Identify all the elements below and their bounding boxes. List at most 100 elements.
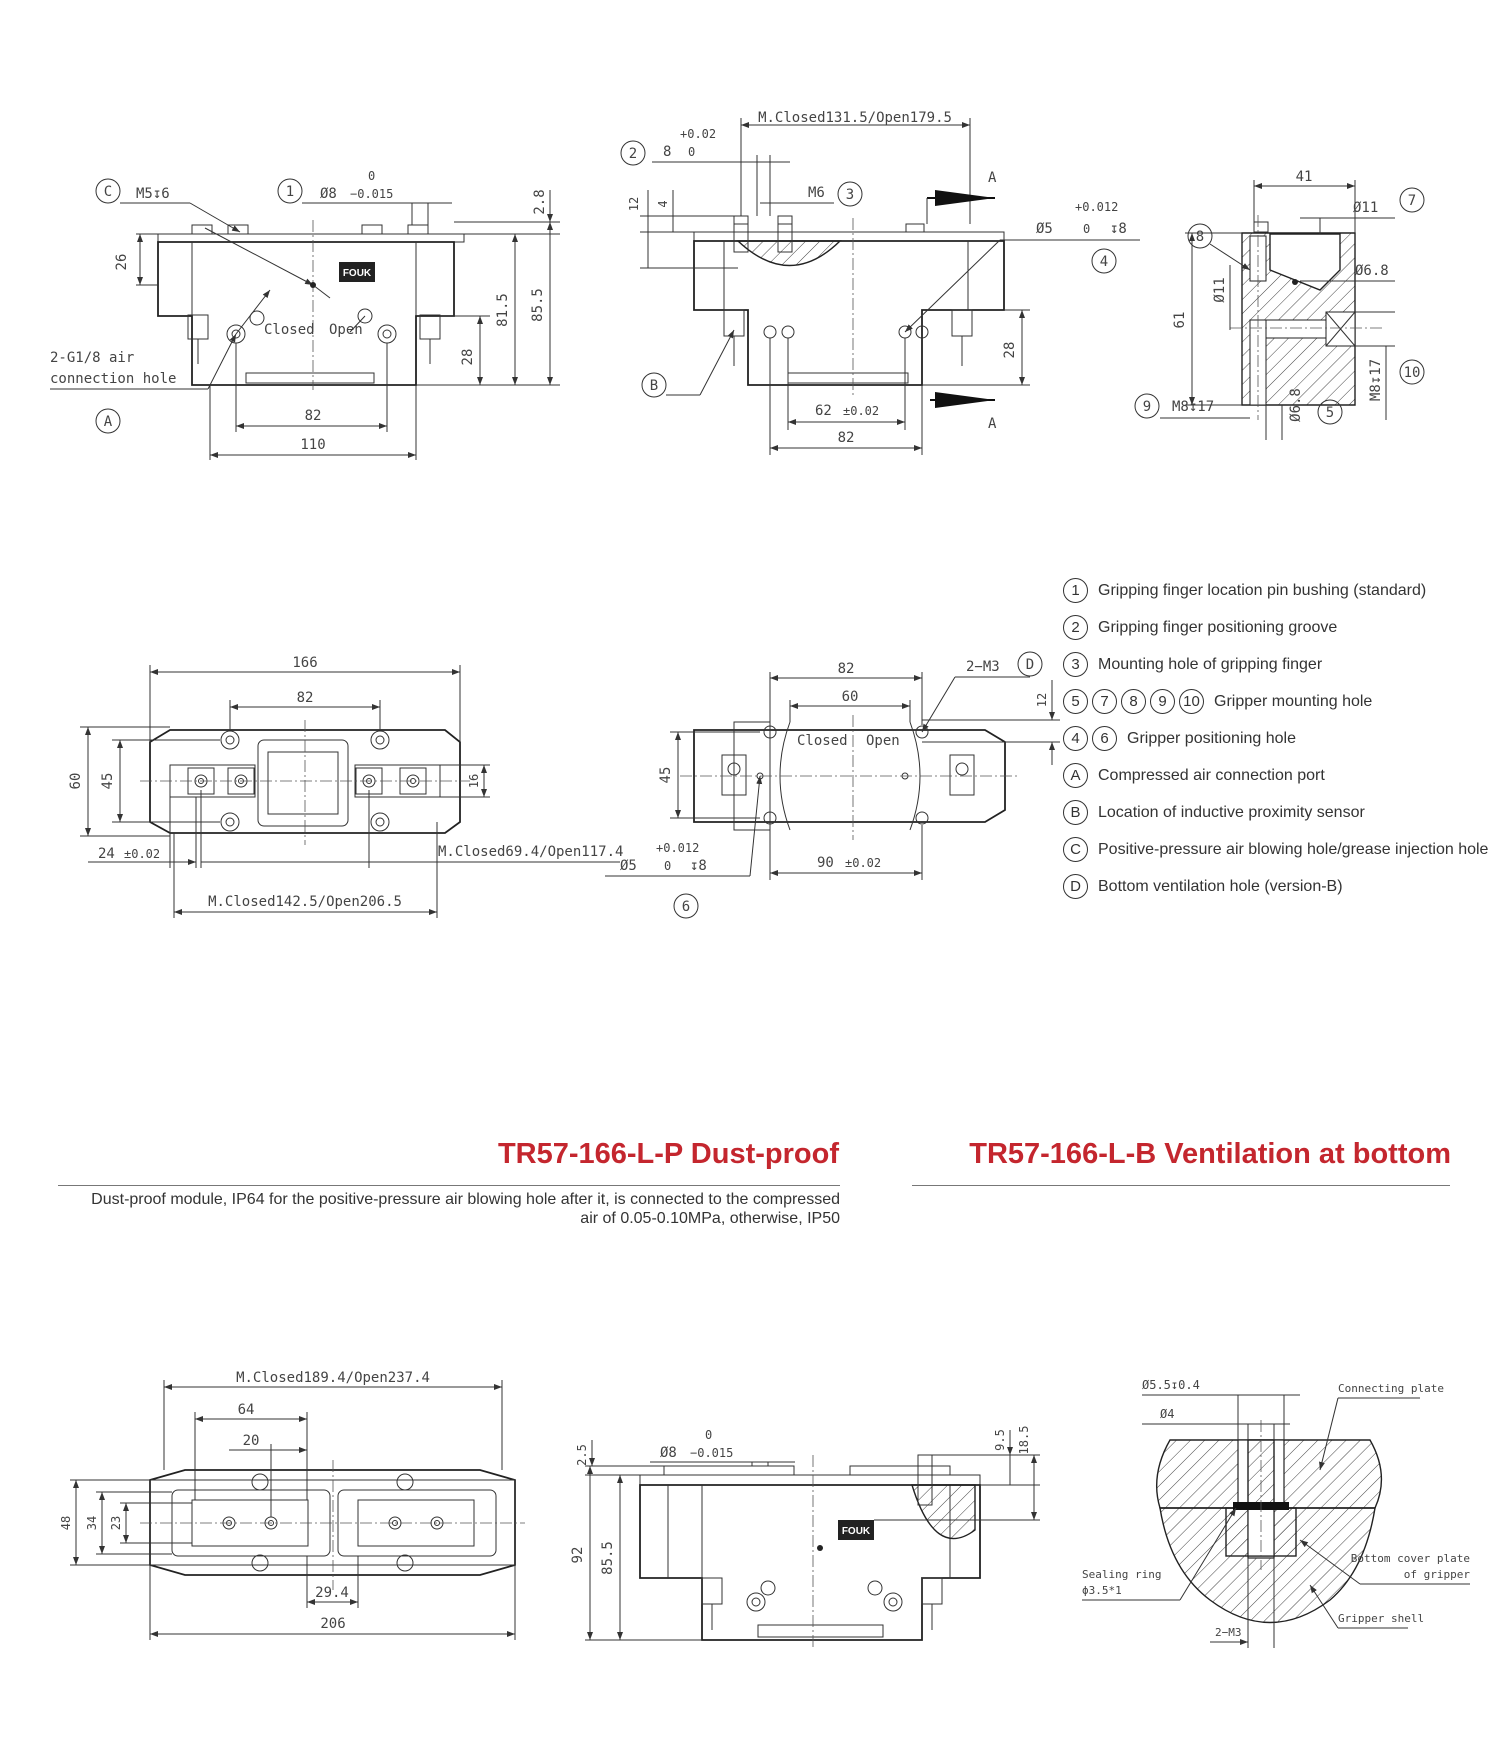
svg-text:2−M3: 2−M3 (966, 659, 1000, 675)
legend-number-badge: 9 (1150, 689, 1175, 714)
svg-text:5: 5 (1326, 405, 1334, 421)
svg-text:+0.012: +0.012 (656, 841, 699, 855)
legend-marks: D (1063, 874, 1092, 899)
legend-number-badge: 2 (1063, 615, 1088, 640)
svg-text:0: 0 (368, 169, 375, 183)
legend-text: Gripper mounting hole (1214, 693, 1373, 710)
svg-text:0: 0 (705, 1428, 712, 1442)
legend-number-badge: 4 (1063, 726, 1088, 751)
legend-text: Gripper positioning hole (1127, 730, 1296, 747)
svg-text:90: 90 (817, 855, 834, 871)
svg-text:A: A (104, 414, 113, 430)
svg-text:connection hole: connection hole (50, 371, 176, 387)
legend-marks: C (1063, 837, 1092, 862)
svg-text:Gripper shell: Gripper shell (1338, 1612, 1424, 1625)
ventilation-divider (912, 1185, 1450, 1186)
legend-text: Positive-pressure air blowing hole/greas… (1098, 841, 1489, 858)
svg-text:29.4: 29.4 (315, 1585, 349, 1601)
svg-text:2-G1/8 air: 2-G1/8 air (50, 350, 134, 366)
svg-text:Ø5: Ø5 (620, 858, 637, 874)
svg-text:Ø8: Ø8 (660, 1445, 677, 1461)
dust-proof-front-view: FOUK 2.5 Ø8 0 −0.015 9.5 18.5 92 (570, 1426, 1040, 1650)
svg-text:12: 12 (1035, 693, 1049, 707)
legend-text: Location of inductive proximity sensor (1098, 804, 1365, 821)
legend-marks: A (1063, 763, 1092, 788)
svg-text:92: 92 (570, 1547, 586, 1564)
legend-text: Bottom ventilation hole (version-B) (1098, 878, 1343, 895)
svg-text:81.5: 81.5 (495, 293, 511, 327)
svg-text:Ø5.5↧0.4: Ø5.5↧0.4 (1142, 1378, 1200, 1392)
svg-text:7: 7 (1408, 193, 1416, 209)
legend-number-badge: 1 (1063, 578, 1088, 603)
svg-text:9.5: 9.5 (993, 1429, 1007, 1451)
svg-text:+0.012: +0.012 (1075, 200, 1118, 214)
svg-text:Closed: Closed (264, 322, 315, 338)
svg-text:D: D (1026, 657, 1034, 673)
legend-number-badge: 6 (1092, 726, 1117, 751)
legend-item: 1 Gripping finger location pin bushing (s… (1063, 578, 1503, 603)
svg-text:M.Closed69.4/Open117.4: M.Closed69.4/Open117.4 (438, 844, 623, 860)
svg-text:M.Closed131.5/Open179.5: M.Closed131.5/Open179.5 (758, 110, 952, 126)
front-view-middle: M.Closed131.5/Open179.5 2 8 +0.02 0 M6 3… (620, 110, 1140, 455)
legend-marks: B (1063, 800, 1092, 825)
svg-text:48: 48 (59, 1516, 73, 1530)
svg-text:10: 10 (1404, 365, 1421, 381)
svg-text:64: 64 (238, 1402, 255, 1418)
svg-text:Connecting plate: Connecting plate (1338, 1382, 1444, 1395)
svg-text:A: A (988, 170, 997, 186)
bottom-view-center: Closed Open 82 60 2−M3 D 12 45 Ø5 +0.012… (605, 651, 1060, 919)
svg-text:Ø6.8: Ø6.8 (1288, 388, 1304, 422)
ventilation-title: TR57-166-L-B Ventilation at bottom (969, 1138, 1451, 1170)
ventilation-detail: Ø5.5↧0.4 Ø4 Connecting plate Sealing rin… (1082, 1378, 1470, 1648)
svg-text:B: B (650, 378, 658, 394)
legend-number-badge: B (1063, 800, 1088, 825)
legend-marks: 3 (1063, 652, 1092, 677)
svg-text:↧8: ↧8 (690, 858, 707, 874)
svg-text:2−M3: 2−M3 (1215, 1626, 1242, 1639)
svg-text:Bottom cover plate: Bottom cover plate (1351, 1552, 1470, 1565)
svg-text:M.Closed142.5/Open206.5: M.Closed142.5/Open206.5 (208, 894, 402, 910)
legend-number-badge: 8 (1121, 689, 1146, 714)
svg-text:82: 82 (305, 408, 322, 424)
svg-text:26: 26 (114, 254, 130, 271)
legend-text: Gripping finger location pin bushing (st… (1098, 582, 1427, 599)
svg-text:0: 0 (664, 859, 671, 873)
svg-text:+0.02: +0.02 (680, 127, 716, 141)
svg-text:±0.02: ±0.02 (124, 847, 160, 861)
svg-text:2.5: 2.5 (575, 1444, 589, 1466)
svg-text:60: 60 (68, 773, 84, 790)
legend-text: Compressed air connection port (1098, 767, 1325, 784)
legend-number-badge: 3 (1063, 652, 1088, 677)
svg-text:±0.02: ±0.02 (843, 404, 879, 418)
svg-text:6: 6 (682, 899, 690, 915)
svg-text:41: 41 (1296, 169, 1313, 185)
svg-text:1: 1 (286, 184, 294, 200)
legend-item: A Compressed air connection port (1063, 763, 1503, 788)
svg-text:85.5: 85.5 (600, 1541, 616, 1575)
svg-text:82: 82 (838, 430, 855, 446)
svg-text:12: 12 (627, 197, 641, 211)
svg-text:206: 206 (320, 1616, 345, 1632)
svg-text:of gripper: of gripper (1404, 1568, 1471, 1581)
legend-marks: 2 (1063, 615, 1092, 640)
svg-text:0: 0 (1083, 222, 1090, 236)
legend-number-badge: A (1063, 763, 1088, 788)
svg-text:18.5: 18.5 (1017, 1426, 1031, 1455)
svg-text:85.5: 85.5 (530, 288, 546, 322)
svg-text:24: 24 (98, 846, 115, 862)
svg-text:±0.02: ±0.02 (845, 856, 881, 870)
svg-text:2.8: 2.8 (532, 189, 548, 214)
legend-item: C Positive-pressure air blowing hole/grea… (1063, 837, 1503, 862)
brand-logo-lower: FOUK (842, 1526, 871, 1537)
dust-proof-description: Dust-proof module, IP64 for the positive… (91, 1191, 840, 1227)
svg-text:8: 8 (1196, 229, 1204, 245)
legend-item: D Bottom ventilation hole (version-B) (1063, 874, 1503, 899)
legend-number-badge: 5 (1063, 689, 1088, 714)
svg-text:34: 34 (85, 1516, 99, 1530)
dust-proof-title: TR57-166-L-P Dust-proof (497, 1138, 839, 1170)
svg-text:28: 28 (460, 349, 476, 366)
svg-text:82: 82 (297, 690, 314, 706)
